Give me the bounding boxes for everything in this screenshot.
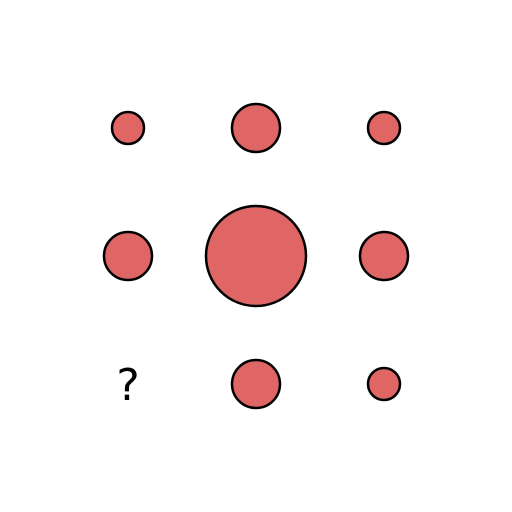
small-circle-r1c3 <box>366 110 402 146</box>
medium-circle-r3c2 <box>230 358 282 410</box>
small-circle-r1c1 <box>110 110 146 146</box>
small-circle-r3c3 <box>366 366 402 402</box>
missing-cell-question-mark: ? <box>116 360 139 411</box>
medium-circle-r2c1 <box>102 230 154 282</box>
medium-circle-r2c3 <box>358 230 410 282</box>
large-circle-r2c2 <box>204 204 308 308</box>
medium-circle-r1c2 <box>230 102 282 154</box>
